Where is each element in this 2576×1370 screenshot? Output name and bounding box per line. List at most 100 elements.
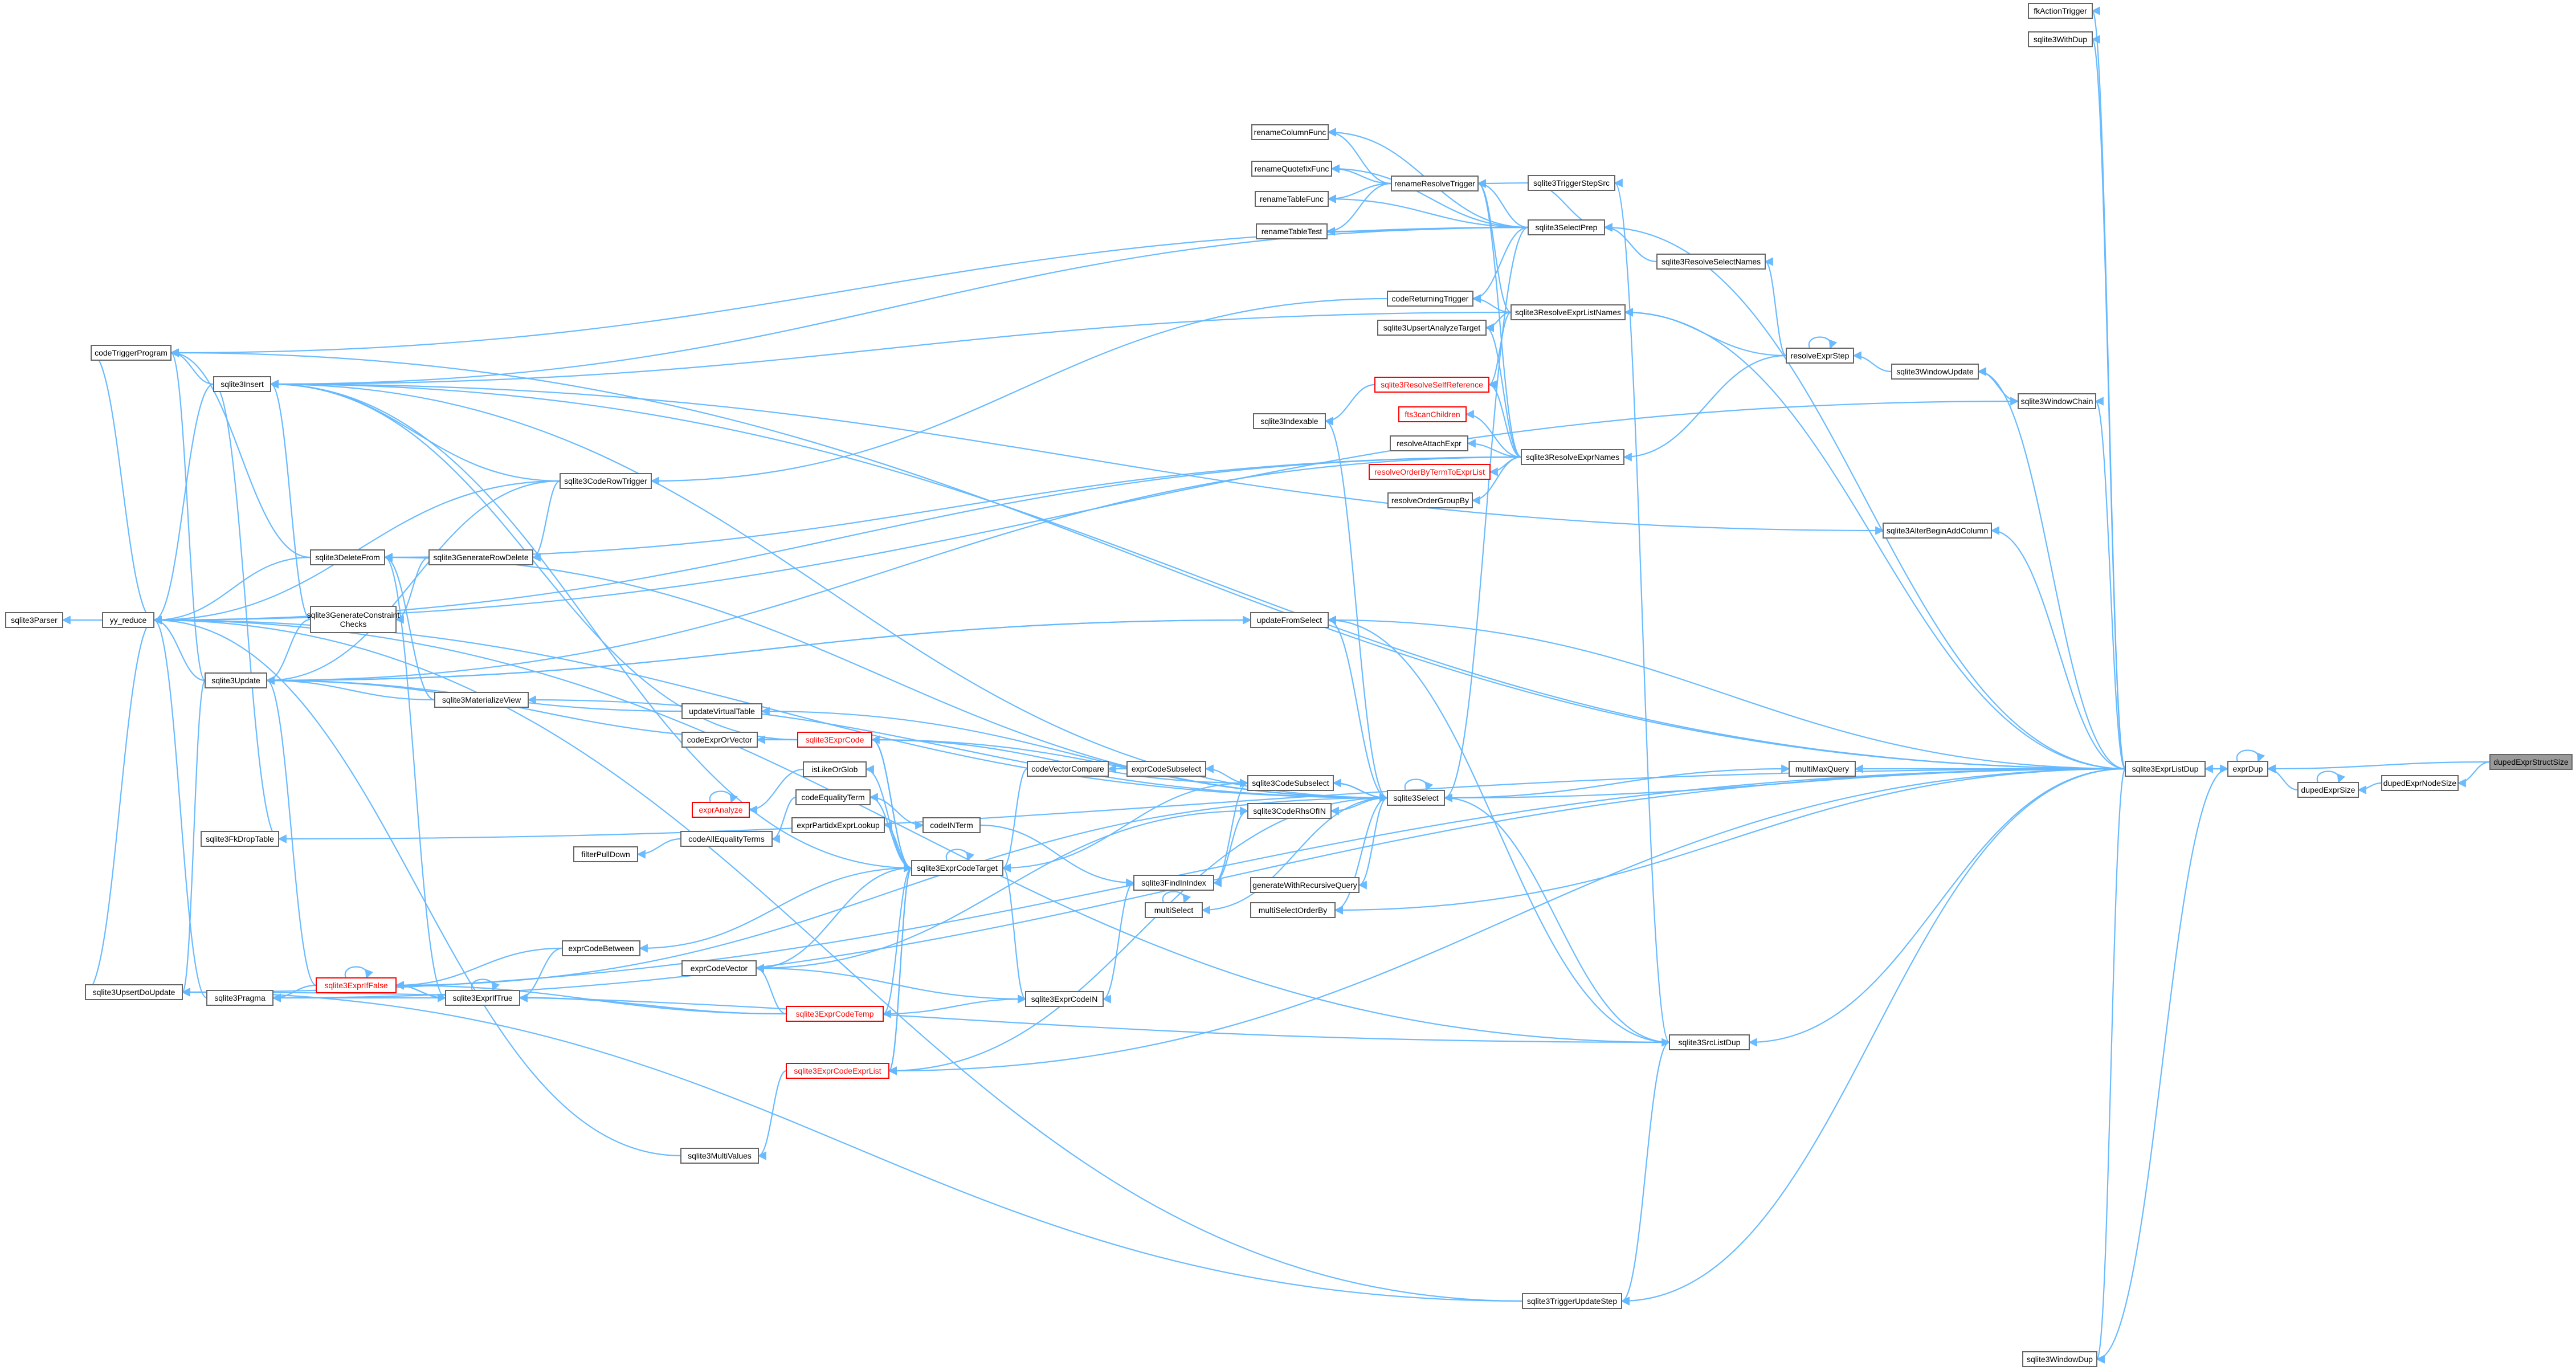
node-sqlite3-indexed-table[interactable]: sqlite3Indexable xyxy=(1253,413,1326,429)
edge-update-from-select-to-sqlite3-select xyxy=(1327,615,1388,799)
node-sqlite3-expr-if-true[interactable]: sqlite3ExprIfTrue xyxy=(445,990,520,1006)
node-sqlite3-expr-code[interactable]: sqlite3ExprCode xyxy=(797,732,872,748)
node-multi-max-query[interactable]: multiMaxQuery xyxy=(1789,761,1856,777)
node-label: yy_reduce xyxy=(110,615,147,625)
node-sqlite3-expr-code-target[interactable]: sqlite3ExprCodeTarget xyxy=(911,860,1003,876)
edge-yy-reduce-to-sqlite3-insert xyxy=(153,383,214,625)
node-sqlite3-code-subselect[interactable]: sqlite3CodeSubselect xyxy=(1247,775,1334,791)
node-filter-pull-down[interactable]: filterPullDown xyxy=(573,846,638,862)
node-sqlite3-src-list-dup[interactable]: sqlite3SrcListDup xyxy=(1669,1034,1750,1050)
node-is-like-or-glob[interactable]: isLikeOrGlob xyxy=(803,761,867,777)
edge-multi-select-order-by-to-sqlite3-select xyxy=(1334,797,1388,915)
node-sqlite3-select-prep[interactable]: sqlite3SelectPrep xyxy=(1528,219,1605,235)
node-duped-expr-struct-size[interactable]: dupedExprStructSize xyxy=(2489,754,2573,770)
edge-sqlite3-pragma-to-sqlite3-expr-if-false xyxy=(272,984,317,1002)
node-update-from-select[interactable]: updateFromSelect xyxy=(1250,612,1329,628)
node-sqlite3-window-update[interactable]: sqlite3WindowUpdate xyxy=(1891,364,1979,380)
node-box xyxy=(795,789,871,805)
node-sqlite3-expr-code-temp[interactable]: sqlite3ExprCodeTemp xyxy=(786,1006,884,1022)
node-resolve-order-group-by[interactable]: resolveOrderGroupBy xyxy=(1387,492,1473,508)
node-label: Checks xyxy=(340,619,367,629)
node-multi-select[interactable]: multiSelect xyxy=(1145,902,1203,918)
node-duped-expr-node-size[interactable]: dupedExprNodeSize xyxy=(2381,775,2459,791)
node-box xyxy=(1250,902,1336,918)
node-sqlite3-expr-code-in[interactable]: sqlite3ExprCodeIN xyxy=(1025,991,1104,1007)
node-rename-quotefix-func[interactable]: renameQuotefixFunc xyxy=(1251,161,1332,177)
node-sqlite3-resolve-select-names[interactable]: sqlite3ResolveSelectNames xyxy=(1656,254,1766,270)
node-sqlite3-code-row-trigger[interactable]: sqlite3CodeRowTrigger xyxy=(560,473,652,489)
node-sqlite3-generate-row-delete[interactable]: sqlite3GenerateRowDelete xyxy=(428,549,533,565)
node-sqlite3-multi-values[interactable]: sqlite3MultiValues xyxy=(680,1148,759,1164)
node-rename-table-test[interactable]: renameTableTest xyxy=(1256,223,1328,239)
node-rename-column-func[interactable]: renameColumnFunc xyxy=(1251,124,1329,140)
node-sqlite3-pragma[interactable]: sqlite3Pragma xyxy=(206,990,273,1006)
node-sqlite3-fk-drop-table[interactable]: sqlite3FkDropTable xyxy=(201,831,279,847)
node-sqlite3-find-in-index[interactable]: sqlite3FindInIndex xyxy=(1133,875,1214,891)
node-sqlite3-alter-begin-add-column[interactable]: sqlite3AlterBeginAddColumn xyxy=(1883,523,1992,539)
node-code-interm[interactable]: codeINTerm xyxy=(922,817,981,833)
edge-code-interm-to-code-equality-term xyxy=(869,796,924,830)
edges-layer xyxy=(62,7,2491,1364)
node-sqlite3-materialize-view[interactable]: sqlite3MaterializeView xyxy=(434,692,529,708)
node-box xyxy=(445,990,520,1006)
node-expr-dup[interactable]: exprDup xyxy=(2227,761,2268,777)
node-code-vector-compare[interactable]: codeVectorCompare xyxy=(1027,761,1109,777)
node-sqlite3-resolve-expr-list-names[interactable]: sqlite3ResolveExprListNames xyxy=(1511,304,1626,320)
node-sqlite3-window-chain[interactable]: sqlite3WindowChain xyxy=(2018,393,2096,409)
node-sqlite3-with-dup[interactable]: sqlite3WithDup xyxy=(2028,31,2093,47)
node-expr-code-between[interactable]: exprCodeBetween xyxy=(562,940,640,956)
node-sqlite3-delete-from[interactable]: sqlite3DeleteFrom xyxy=(310,549,385,565)
node-code-all-equality-terms[interactable]: codeAllEqualityTerms xyxy=(680,831,773,847)
node-fts5[interactable]: fts3canChildren xyxy=(1398,406,1467,422)
node-code-trigger-program[interactable]: codeTriggerProgram xyxy=(91,345,172,361)
node-label: sqlite3ResolveExprNames xyxy=(1526,452,1619,462)
node-yy-reduce[interactable]: yy_reduce xyxy=(102,612,154,628)
node-sqlite3-upsert-do-update[interactable]: sqlite3UpsertDoUpdate xyxy=(85,984,183,1000)
node-label: sqlite3WindowUpdate xyxy=(1896,367,1974,376)
node-sqlite3-select[interactable]: sqlite3Select xyxy=(1387,790,1445,806)
edge-yy-reduce-to-sqlite3-upsert-do-update xyxy=(85,615,155,993)
node-sqlite3-trigger-step-src[interactable]: sqlite3TriggerStepSrc xyxy=(1528,175,1615,191)
node-label: sqlite3Insert xyxy=(221,380,264,389)
edge-sqlite3-select-prep-to-sqlite3-resolve-select-names xyxy=(1603,223,1658,263)
node-generate-with-recursive-query[interactable]: generateWithRecursiveQuery xyxy=(1250,877,1360,893)
node-resolve-expr-step[interactable]: resolveExprStep xyxy=(1786,348,1854,364)
edge-sqlite3-trigger-update-step-to-sqlite3-expr-list-dup xyxy=(1620,768,2126,1306)
node-resolve-order-by-term-to-expr-list[interactable]: resolveOrderByTermToExprList xyxy=(1369,464,1491,480)
node-expr-partidx-expr-lookup[interactable]: exprPartidxExprLookup xyxy=(791,817,885,833)
node-sqlite3-parser[interactable]: sqlite3Parser xyxy=(5,612,63,628)
node-duped-expr-size[interactable]: dupedExprSize xyxy=(2297,782,2359,798)
node-sqlite3-trigger-update-step[interactable]: sqlite3TriggerUpdateStep xyxy=(1522,1293,1622,1309)
node-update-virtual-table[interactable]: updateVirtualTable xyxy=(681,703,762,719)
node-sqlite3-expr-if-false[interactable]: sqlite3ExprIfFalse xyxy=(316,977,397,993)
node-sqlite3-expr-code-expr-list[interactable]: sqlite3ExprCodeExprList xyxy=(786,1063,889,1079)
edge-update-from-select-to-sqlite3-src-list-dup xyxy=(1327,615,1670,1043)
node-rename-resolve-trigger[interactable]: renameResolveTrigger xyxy=(1391,176,1479,191)
node-sqlite3-window-dup[interactable]: sqlite3WindowDup xyxy=(2022,1351,2097,1367)
node-sqlite3-resolve-expr-names[interactable]: sqlite3ResolveExprNames xyxy=(1521,449,1624,465)
node-expr-code-vector[interactable]: exprCodeVector xyxy=(681,960,757,976)
node-multi-select-order-by[interactable]: multiSelectOrderBy xyxy=(1250,902,1336,918)
node-sqlite3-insert[interactable]: sqlite3Insert xyxy=(213,376,271,392)
node-sqlite3-resolve-self-reference[interactable]: sqlite3ResolveSelfReference xyxy=(1374,377,1489,393)
edge-yy-reduce-to-sqlite3-multi-values xyxy=(153,615,681,1157)
edge-sqlite3-update-to-sqlite3-resolve-expr-names xyxy=(266,456,1522,685)
node-fk-action-trigger[interactable]: fkActionTrigger xyxy=(2028,3,2093,19)
node-expr-analyze[interactable]: exprAnalyze xyxy=(692,802,750,818)
node-rename-table-func[interactable]: renameTableFunc xyxy=(1255,191,1329,207)
node-code-expr-or-vector[interactable]: codeExprOrVector xyxy=(681,732,758,748)
node-expr-code-subselect[interactable]: exprCodeSubselect xyxy=(1126,761,1206,777)
node-code-equality-term[interactable]: codeEqualityTerm xyxy=(795,789,871,805)
edge-sqlite3-select-to-sqlite3-select xyxy=(1404,778,1434,792)
node-code-returning-trigger[interactable]: codeReturningTrigger xyxy=(1387,291,1473,307)
node-box xyxy=(310,606,397,633)
node-sqlite3-update[interactable]: sqlite3Update xyxy=(205,672,267,688)
node-box xyxy=(1390,435,1468,451)
node-sqlite3-upsert-analyze-target[interactable]: sqlite3UpsertAnalyzeTarget xyxy=(1377,320,1487,336)
node-sqlite3-expr-list-dup[interactable]: sqlite3ExprListDup xyxy=(2125,761,2206,777)
edge-sqlite3-insert-to-sqlite3-code-row-trigger xyxy=(270,380,561,482)
node-label: sqlite3ResolveSelfReference xyxy=(1381,380,1483,389)
node-resolve-attach-expr[interactable]: resolveAttachExpr xyxy=(1390,435,1468,451)
node-sqlite3-code-rhs-of-in[interactable]: sqlite3CodeRhsOfIN xyxy=(1247,803,1332,819)
